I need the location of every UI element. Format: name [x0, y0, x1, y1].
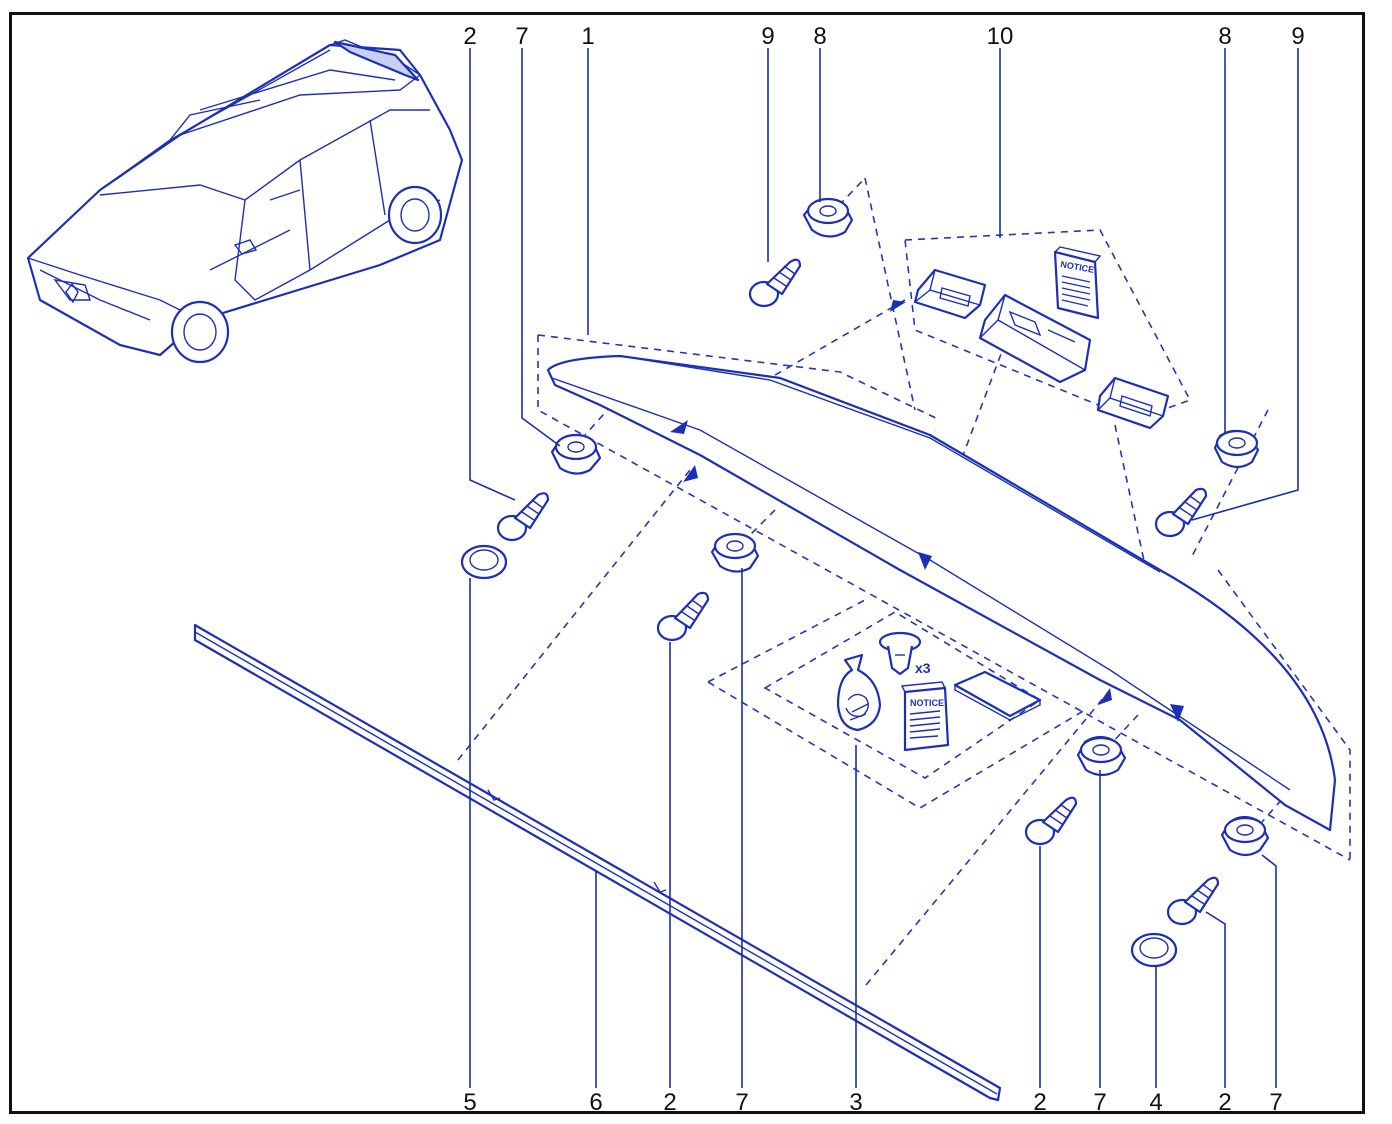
washer-8-right [1213, 429, 1260, 469]
callout-10-top: 10 [987, 23, 1014, 50]
quantity-label: x3 [915, 660, 931, 676]
washer-7-top-left [550, 433, 602, 475]
callout-9-top-left: 9 [761, 23, 774, 50]
adhesive-pad [953, 670, 1042, 721]
assembly-arrows [670, 300, 1184, 722]
kit-3: x3 NOTICE [836, 631, 1042, 752]
screw-2-lower-center [1024, 796, 1078, 846]
callout-7-bottom-a: 7 [735, 1089, 748, 1116]
notice-booklet-3: NOTICE [900, 681, 950, 752]
cap-4 [1130, 932, 1178, 968]
callout-8-top-right: 8 [1218, 23, 1231, 50]
washer-8-top [802, 197, 854, 238]
callout-2-bottom-b: 2 [1033, 1089, 1046, 1116]
callout-7-bottom-c: 7 [1269, 1089, 1282, 1116]
washer-7-center [710, 532, 760, 573]
callout-5-bottom: 5 [463, 1089, 476, 1116]
callout-1-top: 1 [581, 23, 594, 50]
kit-10: NOTICE [913, 246, 1170, 430]
callout-2-bottom-a: 2 [663, 1089, 676, 1116]
roof-rail [546, 354, 1337, 832]
car-illustration [26, 39, 464, 364]
screw-9-top [748, 258, 802, 308]
spacer-washers [550, 197, 1270, 857]
callout-9-top-right: 9 [1291, 23, 1304, 50]
callout-4-bottom: 4 [1149, 1089, 1162, 1116]
top-callouts: 2 7 1 9 8 10 8 9 [463, 23, 1304, 50]
screw-2-center [656, 591, 710, 642]
notice-booklet-10: NOTICE [1053, 246, 1102, 320]
end-caps [460, 544, 1178, 968]
callout-8-top-left: 8 [813, 23, 826, 50]
parts-bag [836, 653, 882, 732]
washer-7-lower-right [1220, 815, 1270, 857]
callout-7-bottom-b: 7 [1093, 1089, 1106, 1116]
callout-3-bottom: 3 [849, 1089, 862, 1116]
moulding-strip [193, 623, 1002, 1102]
callout-7-top: 7 [515, 23, 528, 50]
notice-label-3: NOTICE [910, 698, 944, 708]
clip-small-left [913, 268, 987, 320]
cap-5 [460, 544, 508, 580]
clip-small-right [1096, 376, 1170, 430]
screw-2-lower-right [1166, 876, 1220, 926]
washer-7-lower-center [1076, 735, 1127, 777]
push-clip [878, 631, 922, 676]
screw-2-top-left [496, 492, 550, 542]
callout-2-bottom-c: 2 [1218, 1089, 1231, 1116]
bottom-callouts: 5 6 2 7 3 2 7 4 2 7 [463, 1089, 1282, 1116]
leader-lines [469, 48, 1299, 1088]
callout-2-top: 2 [463, 23, 476, 50]
clip-large [978, 293, 1092, 384]
screw-9-right [1154, 487, 1208, 538]
screws [496, 258, 1220, 926]
callout-6-bottom: 6 [589, 1089, 602, 1116]
